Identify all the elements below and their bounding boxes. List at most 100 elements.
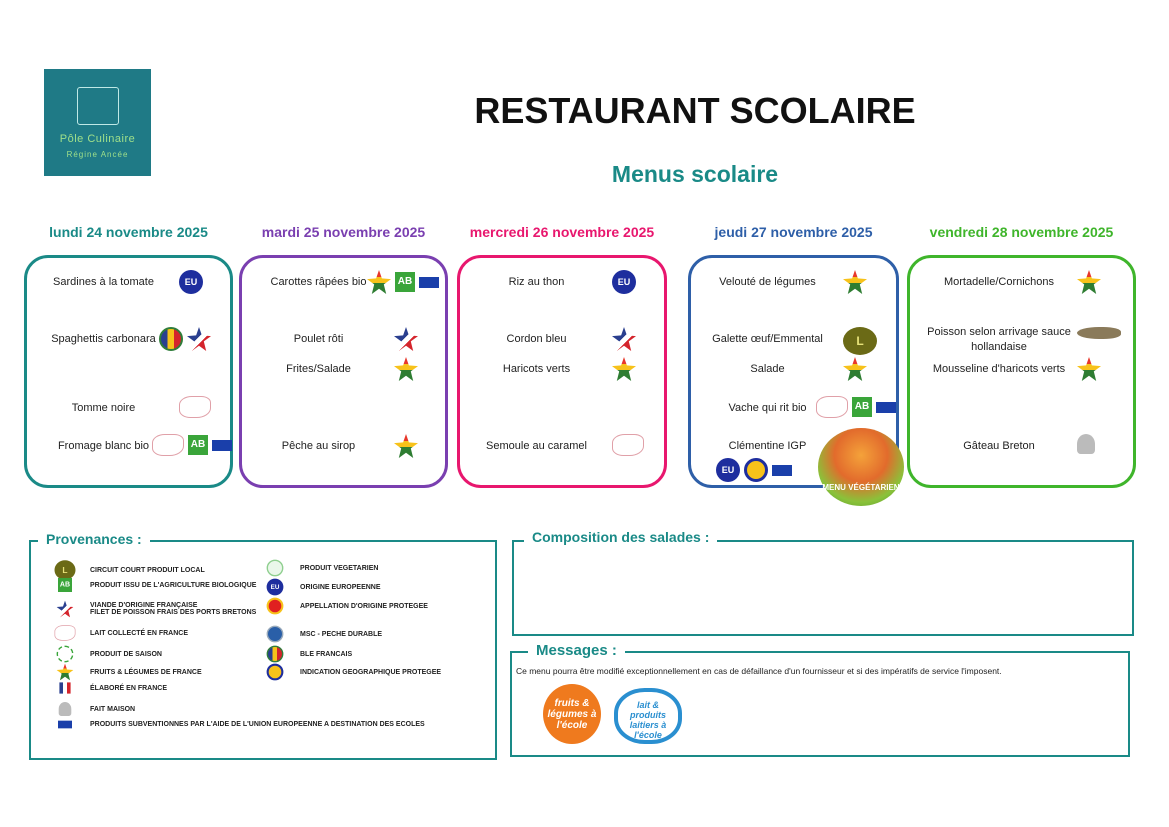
legend-label: LAIT COLLECTÉ EN FRANCE [90,629,188,637]
ab-icon: AB [188,435,208,455]
day-menu-box [907,255,1136,488]
eu-icon: EU [266,578,284,596]
fruits-icon [843,357,867,381]
vegetarien-icon [266,559,284,577]
label-icons [843,270,867,294]
day-header: mardi 25 novembre 2025 [261,224,426,240]
lait-icon [816,396,848,418]
legend-item: ÉLABORÉ EN FRANCE [50,680,167,696]
euflag-icon [212,439,232,451]
day-menu-box [239,255,448,488]
label-icons [1077,357,1101,381]
label-icons: EU [179,270,203,294]
menu-item: Fromage blanc bio [57,440,150,452]
legend-item: MSC - PECHE DURABLE [260,622,382,646]
messages-text: Ce menu pourra être modifié exceptionnel… [516,666,1002,676]
elabore-icon [59,682,71,694]
fruits-icon [843,270,867,294]
menu-item: Poisson selon arrivage sauce hollandaise [927,326,1071,353]
legend-item: LAIT COLLECTÉ EN FRANCE [50,622,188,644]
messages-panel [510,651,1130,757]
ble-icon [266,645,284,663]
fruits-icon [394,357,418,381]
viande-icon [394,327,418,351]
menu-item: Semoule au caramel [486,440,587,452]
legend-item: PRODUIT DE SAISON [50,642,162,666]
day-menu-box [457,255,667,488]
label-icons: AB [816,396,896,418]
legend-label: FAIT MAISON [90,705,136,713]
label-icons [394,434,418,458]
provenances-title: Provenances : [38,531,150,547]
day-header: jeudi 27 novembre 2025 [714,224,873,240]
menu-item: Carottes râpées bio [270,276,367,288]
lait-icon [152,434,184,456]
eu-icon: EU [716,458,740,482]
legend-item: FRUITS & LÉGUMES DE FRANCE [50,660,202,684]
igp-icon [744,458,768,482]
legend-label: ÉLABORÉ EN FRANCE [90,684,168,692]
legend-label: FRUITS & LÉGUMES DE FRANCE [90,668,202,676]
label-icons: AB [367,270,439,294]
label-icons: L [843,327,877,355]
saison-icon [56,645,74,663]
provenances-panel [29,540,497,760]
lait-icon [54,625,76,641]
msc-icon [266,625,284,643]
euflag-icon [58,720,72,729]
fruits-icon [394,434,418,458]
label-icons [394,327,418,351]
menu-item: Velouté de légumes [719,276,816,288]
label-icons: AB [152,434,232,456]
menu-item: Vache qui rit bio [728,402,807,414]
messages-title: Messages : [528,642,625,659]
label-icons [843,357,867,381]
menu-vegetarien-badge: MENU VÉGÉTARIEN [818,428,904,506]
legend-item: APPELLATION D'ORIGINE PROTEGEE [260,594,428,618]
label-icons [1077,327,1121,339]
fruits-legumes-ecole-logo: fruits & légumes à l'école [543,684,601,744]
fish-icon [1077,327,1121,339]
legend-item: PRODUIT VEGETARIEN [260,556,378,580]
menu-item: Clémentine IGP [728,440,807,452]
vegetable-crate-icon [77,87,119,125]
euflag-icon [419,276,439,288]
igp-icon [266,663,284,681]
legend-label: PRODUITS SUBVENTIONNES PAR L'AIDE DE L'U… [90,721,425,728]
menu-item: Tomme noire [71,402,136,414]
legend-label: VIANDE D'ORIGINE FRANÇAISE [90,602,198,609]
menu-item: Mousseline d'haricots verts [932,363,1066,375]
menu-item: Riz au thon [508,276,565,288]
legend-label: CIRCUIT COURT PRODUIT LOCAL [90,566,205,574]
logo-subname: Régine Ancée [66,150,129,159]
fruits-icon [1077,357,1101,381]
menu-item: Mortadelle/Cornichons [943,276,1055,288]
label-icons [1077,270,1101,294]
menu-item: Cordon bleu [506,333,567,345]
menu-item: Poulet rôti [293,333,344,345]
legend-label: PRODUIT DE SAISON [90,650,162,658]
maison-icon [58,702,72,716]
label-icons [612,327,636,351]
salades-title: Composition des salades : [524,529,718,545]
euflag-icon [772,464,792,476]
legend-item: BLE FRANCAIS [260,642,352,666]
menu-item: Galette œuf/Emmental [712,333,823,345]
pole-culinaire-logo: Pôle Culinaire Régine Ancée [44,69,151,176]
menu-item: Frites/Salade [286,363,351,375]
label-icons [179,396,211,418]
page-subtitle: Menus scolaire [611,161,779,187]
day-menu-box [24,255,233,488]
day-header: lundi 24 novembre 2025 [49,224,208,240]
lait-icon [612,434,644,456]
eu-icon: EU [612,270,636,294]
menu-item: Haricots verts [502,363,571,375]
logo-name: Pôle Culinaire [59,133,136,145]
aop-icon [266,597,284,615]
salades-panel [512,540,1134,636]
menu-item: Pêche au sirop [281,440,356,452]
ab-icon: AB [852,397,872,417]
